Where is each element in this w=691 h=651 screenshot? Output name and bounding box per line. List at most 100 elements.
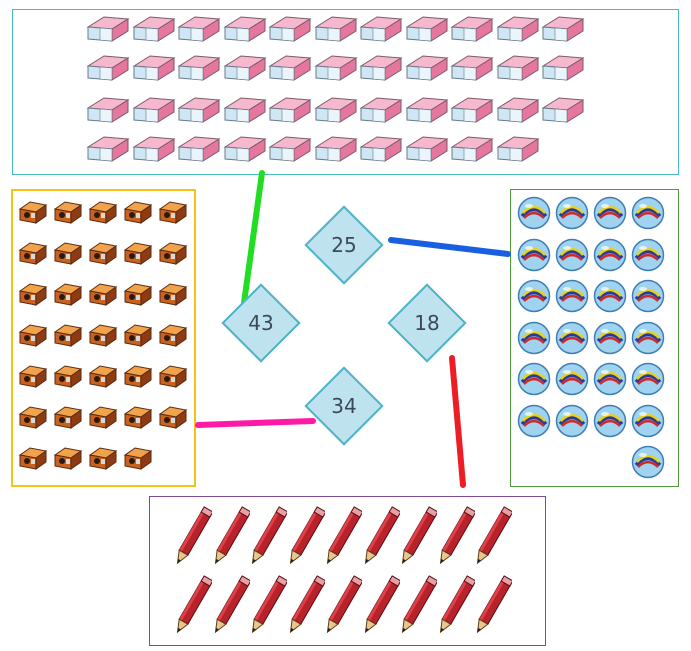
eraser-icon <box>177 94 221 128</box>
match-line-sharpeners <box>195 418 316 428</box>
pencil-sharpener-icon <box>158 404 188 434</box>
marble-icon <box>555 279 589 317</box>
pencil-sharpener-icon <box>158 281 188 311</box>
pencil-icon <box>472 574 514 644</box>
pencil-sharpener-icon <box>53 363 83 393</box>
pencil-sharpener-icon <box>18 322 48 352</box>
eraser-icon <box>177 52 221 86</box>
number-label: 18 <box>414 311 440 335</box>
eraser-icon <box>86 94 130 128</box>
eraser-icon <box>495 133 540 167</box>
eraser-icon <box>268 13 312 47</box>
number-label: 34 <box>331 394 357 418</box>
pencil-sharpener-icon <box>123 240 153 270</box>
number-diamond-18[interactable]: 18 <box>387 283 467 363</box>
marble-icon <box>555 196 589 234</box>
eraser-icon <box>359 52 403 86</box>
eraser-icon <box>404 52 449 86</box>
eraser-icon <box>313 13 358 47</box>
eraser-icon <box>450 13 494 47</box>
pencil-sharpener-icon <box>158 240 188 270</box>
pencil-icon <box>210 505 252 575</box>
marble-icon <box>631 196 665 234</box>
marble-icon <box>631 362 665 400</box>
pencil-sharpener-icon <box>53 199 83 229</box>
marble-icon <box>555 321 589 359</box>
marble-icon <box>631 321 665 359</box>
eraser-icon <box>359 133 403 167</box>
eraser-icon <box>359 94 403 128</box>
eraser-icon <box>313 52 358 86</box>
marble-icon <box>631 238 665 276</box>
eraser-icon <box>404 94 449 128</box>
pencil-icon <box>435 574 477 644</box>
pencil-icon <box>285 574 327 644</box>
eraser-icon <box>222 52 267 86</box>
marble-icon <box>593 321 627 359</box>
number-diamond-34[interactable]: 34 <box>304 366 384 446</box>
eraser-icon <box>450 94 494 128</box>
pencil-icon <box>285 505 327 575</box>
marble-icon <box>517 238 551 276</box>
pencil-sharpener-icon <box>88 240 118 270</box>
eraser-icon <box>177 13 221 47</box>
marble-icon <box>631 445 665 483</box>
eraser-icon <box>313 133 358 167</box>
marble-icon <box>517 362 551 400</box>
marble-icon <box>593 404 627 442</box>
eraser-icon <box>222 94 267 128</box>
eraser-icon <box>222 133 267 167</box>
number-diamond-25[interactable]: 25 <box>304 205 384 285</box>
pencil-sharpener-icon <box>123 363 153 393</box>
marble-icon <box>555 238 589 276</box>
eraser-icon <box>131 133 176 167</box>
marble-icon <box>517 279 551 317</box>
pencil-icon <box>247 574 289 644</box>
marble-icon <box>593 238 627 276</box>
pencil-sharpener-icon <box>158 199 188 229</box>
eraser-icon <box>131 94 176 128</box>
pencil-icon <box>360 574 402 644</box>
eraser-icon <box>404 133 449 167</box>
pencil-sharpener-icon <box>53 281 83 311</box>
eraser-icon <box>495 52 540 86</box>
marble-icon <box>593 196 627 234</box>
marbles-group-box <box>510 189 679 487</box>
marble-icon <box>593 279 627 317</box>
marble-icon <box>517 404 551 442</box>
eraser-icon <box>359 13 403 47</box>
marble-icon <box>517 196 551 234</box>
marble-icon <box>517 321 551 359</box>
match-line-pencils <box>449 355 466 488</box>
pencil-icon <box>247 505 289 575</box>
pencil-icon <box>172 505 214 575</box>
erasers-group-box <box>12 9 679 175</box>
pencil-icon <box>472 505 514 575</box>
marble-icon <box>555 404 589 442</box>
pencil-sharpener-icon <box>18 445 48 475</box>
pencil-sharpener-icon <box>88 199 118 229</box>
pencil-sharpener-icon <box>53 404 83 434</box>
eraser-icon <box>268 52 312 86</box>
pencils-group-box <box>149 496 546 646</box>
eraser-icon <box>541 52 585 86</box>
pencil-sharpener-icon <box>18 363 48 393</box>
pencil-sharpener-icon <box>123 281 153 311</box>
pencil-sharpener-icon <box>88 322 118 352</box>
pencil-sharpener-icon <box>123 404 153 434</box>
pencil-icon <box>397 505 439 575</box>
marble-icon <box>631 279 665 317</box>
pencil-sharpener-icon <box>18 404 48 434</box>
eraser-icon <box>404 13 449 47</box>
pencil-icon <box>435 505 477 575</box>
eraser-icon <box>86 52 130 86</box>
pencil-sharpener-icon <box>88 363 118 393</box>
pencil-sharpener-icon <box>53 240 83 270</box>
marble-icon <box>631 404 665 442</box>
eraser-icon <box>268 94 312 128</box>
pencil-sharpener-icon <box>88 445 118 475</box>
marble-icon <box>555 362 589 400</box>
pencil-icon <box>172 574 214 644</box>
eraser-icon <box>86 13 130 47</box>
number-diamond-43[interactable]: 43 <box>221 283 301 363</box>
